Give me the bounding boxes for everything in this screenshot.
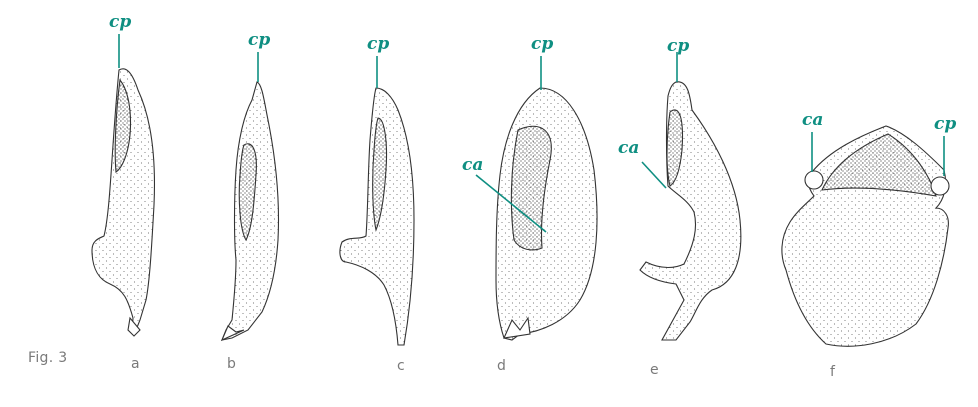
- panel-f-mandible: [781, 125, 950, 347]
- callout-cp-b: cp: [248, 30, 271, 50]
- panel-c-mandible: [339, 87, 415, 346]
- panel-d-mandible: [495, 87, 598, 341]
- callout-cp-e: cp: [667, 36, 690, 56]
- panel-e-callout-ca-leader: [641, 161, 667, 189]
- panel-letter-a: a: [131, 356, 140, 372]
- callout-cp-d: cp: [531, 34, 554, 54]
- callout-ca-f: ca: [802, 110, 824, 130]
- panel-a-mandible: [91, 68, 156, 337]
- panel-e-mandible: [639, 81, 742, 341]
- panel-letter-f: f: [830, 364, 835, 380]
- panel-letter-e: e: [650, 362, 659, 378]
- callout-cp-a: cp: [109, 12, 132, 32]
- callout-ca-e: ca: [618, 138, 640, 158]
- panel-letter-b: b: [227, 356, 236, 372]
- panel-letter-c: c: [397, 358, 405, 374]
- figure-label: Fig. 3: [28, 350, 68, 366]
- panel-b-mandible: [220, 81, 280, 342]
- panel-letter-d: d: [497, 358, 506, 374]
- panel-d-callout-ca-leader: [475, 174, 547, 233]
- callout-cp-f: cp: [934, 114, 957, 134]
- callout-ca-d: ca: [462, 155, 484, 175]
- callout-cp-c: cp: [367, 34, 390, 54]
